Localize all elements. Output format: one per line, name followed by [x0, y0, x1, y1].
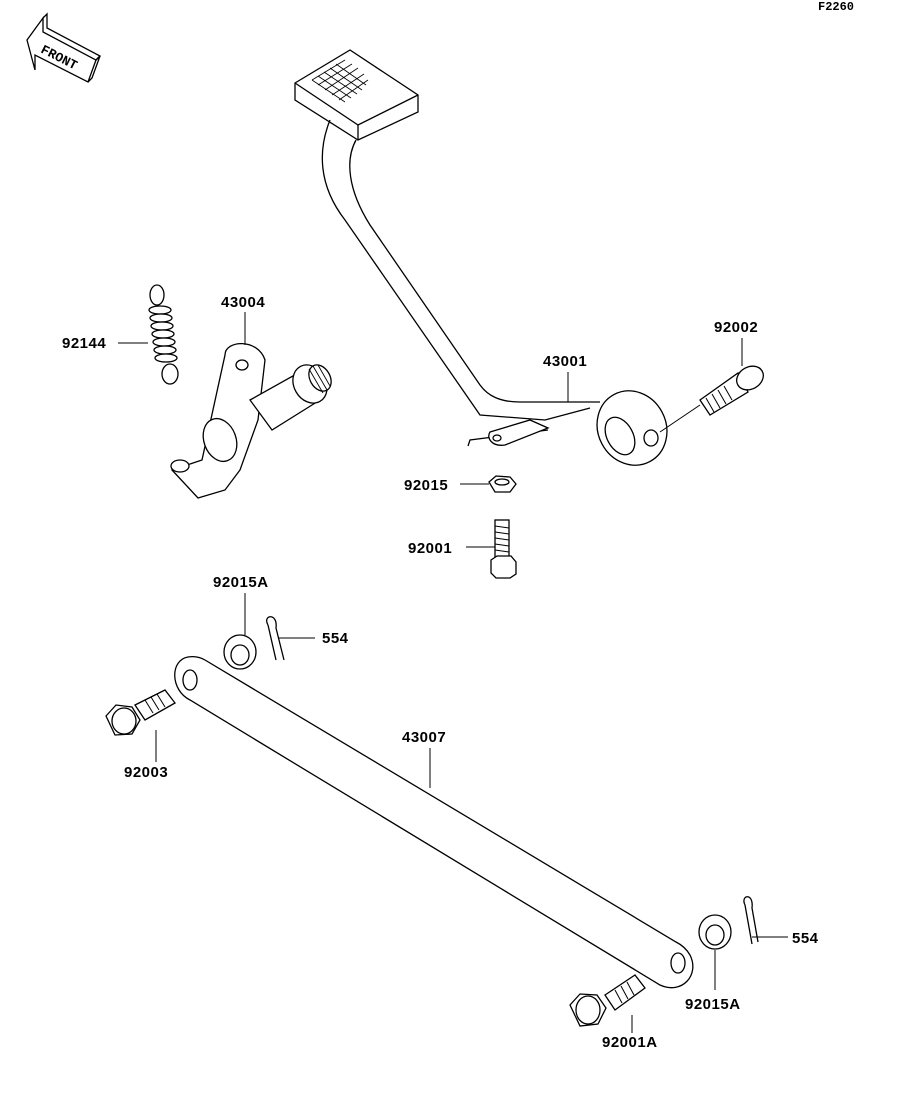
- cotter-pin-554-bottom: [743, 896, 759, 945]
- label-43007: 43007: [402, 729, 446, 746]
- label-92001: 92001: [408, 540, 452, 557]
- shaft-43004: [170, 343, 332, 499]
- label-554-top: 554: [322, 630, 349, 647]
- label-92003: 92003: [124, 764, 168, 781]
- label-92001A: 92001A: [602, 1034, 658, 1051]
- bolt-92001: [490, 519, 517, 579]
- label-43004: 43004: [221, 294, 265, 311]
- diagram-code: F2260: [818, 0, 854, 14]
- rod-43007: [174, 655, 694, 989]
- label-92015A-bottom: 92015A: [685, 996, 741, 1013]
- label-43001: 43001: [543, 353, 587, 370]
- label-92015A-top: 92015A: [213, 574, 269, 591]
- flange-nut-92015A-top: [223, 634, 257, 670]
- label-92015: 92015: [404, 477, 448, 494]
- spring-92144: [148, 284, 179, 385]
- flange-nut-92015A-bottom: [698, 914, 732, 950]
- front-arrow-icon: FRONT: [26, 12, 102, 83]
- label-92144: 92144: [62, 335, 106, 352]
- label-554-bottom: 554: [792, 930, 819, 947]
- brake-pedal-43001: [294, 49, 668, 466]
- bolt-92001A: [569, 974, 646, 1027]
- bolt-92002: [699, 365, 764, 416]
- label-92002: 92002: [714, 319, 758, 336]
- leader-lines: [118, 312, 788, 1033]
- cotter-pin-554-top: [266, 616, 285, 661]
- bolt-92003: [105, 689, 176, 736]
- nut-92015: [488, 475, 517, 493]
